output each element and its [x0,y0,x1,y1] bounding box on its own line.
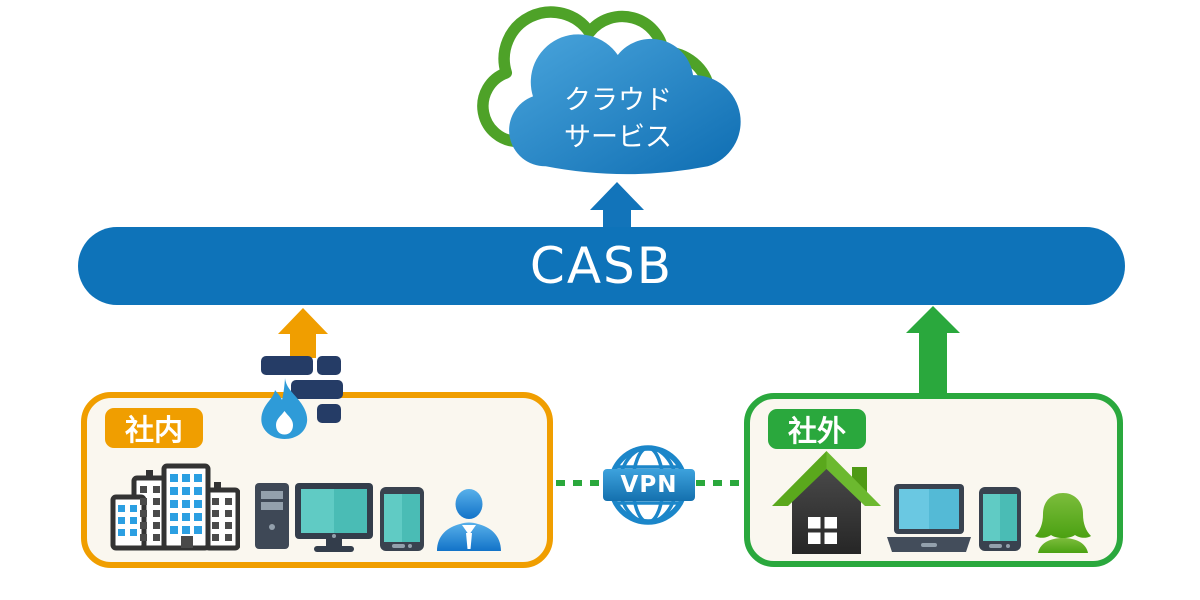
tie [466,533,472,549]
roof-left [772,451,827,506]
casb-to-cloud-arrow-icon [590,182,644,228]
firewall-icon [261,356,343,439]
roof-right [826,451,881,506]
external-zone-label: 社外 [768,409,866,449]
cloud-label-line1: クラウド [564,85,672,116]
vpn-banner: VPN [603,469,695,501]
internal-to-casb-arrow-icon [278,308,328,358]
tie-collar [462,525,476,535]
firewall-bricks [261,356,343,423]
internal-zone-label: 社内 [105,408,203,448]
vpn-dashed-line-right [696,480,740,486]
remote-worker-icon [1035,493,1091,553]
laptop-icon [887,484,971,552]
vpn-dashed-line-left [556,480,600,486]
cloud-blue [509,34,741,175]
external-to-casb-arrow-icon [906,306,960,396]
vpn-label: VPN [620,472,678,498]
cloud-label-line2: サービス [564,122,672,153]
flame-icon [261,378,308,439]
desktop-pc-icon [255,483,373,552]
casb-bar: CASB [78,227,1125,305]
office-buildings-icon [110,463,240,551]
casb-label: CASB [529,237,674,295]
smartphone-icon [979,487,1021,551]
cloud-service-label: クラウド サービス [540,82,696,156]
home-icon [772,451,881,554]
employee-icon [437,489,501,551]
tablet-icon [380,487,424,551]
cloud-service-icon [477,6,741,175]
